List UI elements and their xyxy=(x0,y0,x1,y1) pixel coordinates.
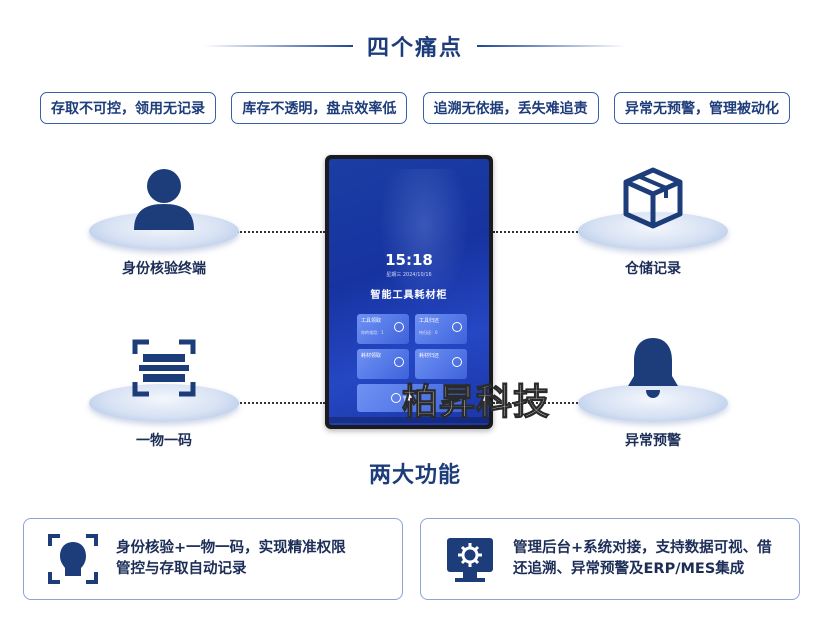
feature-text: 身份核验+一物一码，实现精准权限 管控与存取自动记录 xyxy=(116,538,346,580)
watermark-logo: 柏昇科技 xyxy=(401,381,550,423)
tile-label: 耗材领取 xyxy=(361,353,382,359)
smart-cabinet-tablet: 15:18 星期三 2024/10/16 智能工具耗材柜 工具领取 你的领用：1… xyxy=(325,155,493,429)
connector-identity xyxy=(237,231,325,233)
user-icon xyxy=(89,164,239,234)
gear-icon xyxy=(391,393,401,403)
app-title: 智能工具耗材柜 xyxy=(370,290,448,301)
node-identity: 身份核验终端 xyxy=(89,160,239,280)
tile-label: 工具领取 xyxy=(361,318,382,324)
tool-icon xyxy=(394,357,404,367)
tile-label: 耗材归还 xyxy=(419,353,440,359)
connector-storage xyxy=(493,231,581,233)
section-subtitle: 两大功能 xyxy=(368,463,461,488)
feature-box-management: 管理后台+系统对接，支持数据可视、借 还追溯、异常预警及ERP/MES集成 xyxy=(420,518,800,600)
pain-point-badge: 库存不透明，盘点效率低 xyxy=(231,92,408,124)
box-icon xyxy=(578,166,728,230)
bell-icon xyxy=(578,334,728,402)
monitor-gear-icon xyxy=(443,532,497,586)
feature-line: 管理后台+系统对接，支持数据可视、借 xyxy=(513,540,772,556)
face-scan-icon xyxy=(46,532,100,586)
download-icon xyxy=(452,357,462,367)
download-icon xyxy=(452,322,462,332)
feature-line: 还追溯、异常预警及ERP/MES集成 xyxy=(513,561,745,577)
connector-alarm xyxy=(493,402,581,404)
title-row: 四个痛点 xyxy=(0,30,830,62)
title-divider-right xyxy=(477,45,627,47)
title-divider-left xyxy=(202,45,353,47)
node-alarm: 异常预警 xyxy=(578,332,728,452)
feature-text: 管理后台+系统对接，支持数据可视、借 还追溯、异常预警及ERP/MES集成 xyxy=(513,538,772,580)
tile-label: 管理 xyxy=(403,396,414,402)
clock-time: 15:18 xyxy=(385,251,433,269)
tile-tool-borrow[interactable]: 工具领取 你的领用：1 xyxy=(357,314,409,344)
node-barcode: 一物一码 xyxy=(89,332,239,452)
feature-box-identity: 身份核验+一物一码，实现精准权限 管控与存取自动记录 xyxy=(23,518,403,600)
node-label: 一物一码 xyxy=(136,433,192,449)
page-title: 四个痛点 xyxy=(366,36,463,61)
pain-point-badge: 异常无预警，管理被动化 xyxy=(613,92,790,124)
pain-point-badge: 追溯无依据，丢失难追责 xyxy=(422,92,599,124)
screen-background-figure xyxy=(379,169,469,309)
tile-tool-return[interactable]: 工具归还 待归还：0 xyxy=(415,314,467,344)
svg-text:柏昇科技: 柏昇科技 xyxy=(402,382,550,422)
brand-watermark: 柏昇科技 xyxy=(401,380,592,431)
pain-point-badge: 存取不可控，领用无记录 xyxy=(40,92,216,124)
node-label: 身份核验终端 xyxy=(122,261,206,277)
tool-icon xyxy=(394,322,404,332)
tile-label: 工具归还 xyxy=(419,318,440,324)
scan-icon xyxy=(89,336,239,400)
feature-line: 管控与存取自动记录 xyxy=(116,561,247,577)
tile-consumable-borrow[interactable]: 耗材领取 xyxy=(357,349,409,379)
tile-consumable-return[interactable]: 耗材归还 xyxy=(415,349,467,379)
platform-disc xyxy=(89,384,239,422)
tablet-screen: 15:18 星期三 2024/10/16 智能工具耗材柜 工具领取 你的领用：1… xyxy=(329,159,489,425)
clock-date: 星期三 2024/10/16 xyxy=(386,272,432,278)
node-label: 仓储记录 xyxy=(625,261,681,277)
feature-line: 身份核验+一物一码，实现精准权限 xyxy=(116,540,346,556)
tile-sub: 你的领用：1 xyxy=(361,330,384,335)
tile-sub: 待归还：0 xyxy=(419,330,438,335)
pain-points: 存取不可控，领用无记录 库存不透明，盘点效率低 追溯无依据，丢失难追责 异常无预… xyxy=(40,92,790,124)
node-label: 异常预警 xyxy=(625,433,681,449)
node-storage: 仓储记录 xyxy=(578,160,728,280)
connector-barcode xyxy=(237,402,325,404)
screen-footer-bar xyxy=(329,417,489,423)
tile-manage[interactable]: 管理 xyxy=(357,384,467,412)
